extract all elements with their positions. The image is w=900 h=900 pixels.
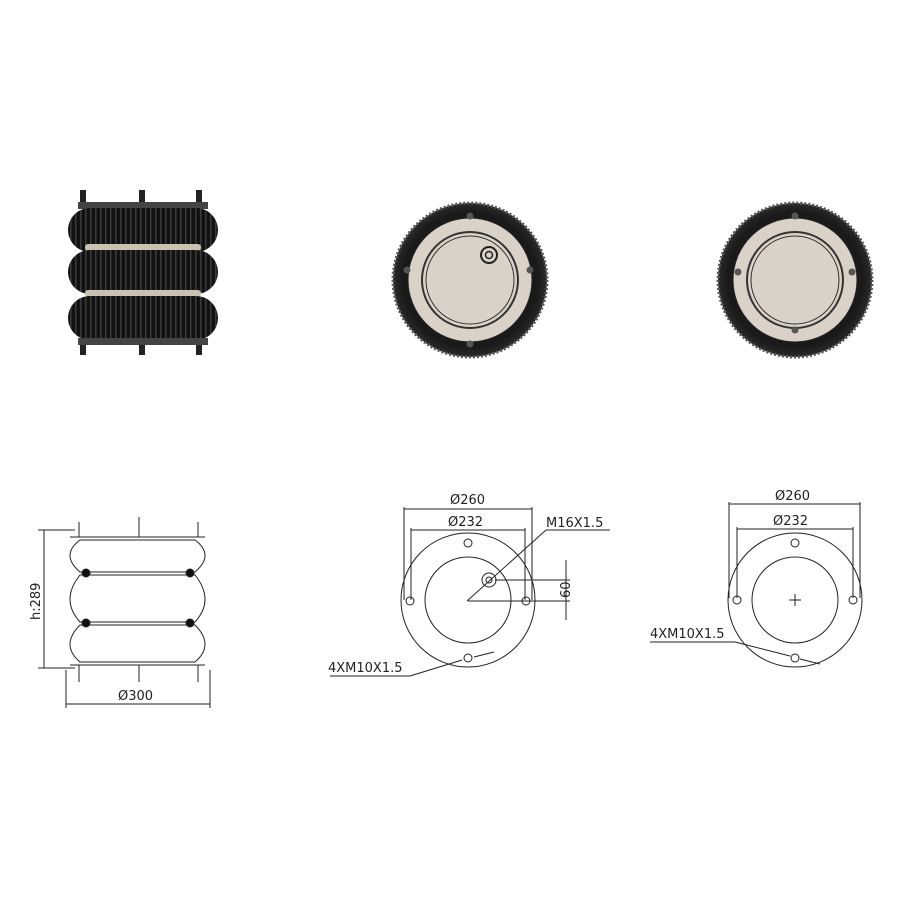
height-dimension-label: h:289 <box>29 583 44 620</box>
air-spring-side-render <box>68 190 218 355</box>
bellow-convolution <box>68 250 218 294</box>
stud <box>196 190 202 202</box>
port-offset-label: 60 <box>559 581 574 598</box>
stud <box>196 345 202 355</box>
top-dimension-drawing-1 <box>330 507 610 677</box>
bolt-thread-label: 4XM10X1.5 <box>650 627 725 642</box>
stud <box>80 190 86 202</box>
stud <box>80 345 86 355</box>
bellow-convolution <box>68 296 218 340</box>
bolt-circle-diameter-label: Ø232 <box>448 515 483 530</box>
stud <box>139 190 145 202</box>
air-spring-bottom-render <box>716 201 874 359</box>
air-port <box>480 246 498 264</box>
girdle-ring <box>85 244 201 251</box>
top-plate <box>78 202 208 209</box>
bolt-thread-label: 4XM10X1.5 <box>328 661 403 676</box>
top-dimension-drawing-2 <box>650 502 863 668</box>
outer-diameter-label: Ø260 <box>775 489 810 504</box>
bottom-plate <box>78 338 208 345</box>
diameter-dimension-label: Ø300 <box>118 689 153 704</box>
girdle-ring <box>85 290 201 297</box>
air-spring-top-render-with-port <box>391 201 549 359</box>
bellow-convolution <box>68 208 218 252</box>
port-thread-label: M16X1.5 <box>546 516 603 531</box>
stud <box>139 345 145 355</box>
bolt-circle-diameter-label: Ø232 <box>773 514 808 529</box>
side-dimension-drawing <box>38 517 211 708</box>
outer-diameter-label: Ø260 <box>450 493 485 508</box>
